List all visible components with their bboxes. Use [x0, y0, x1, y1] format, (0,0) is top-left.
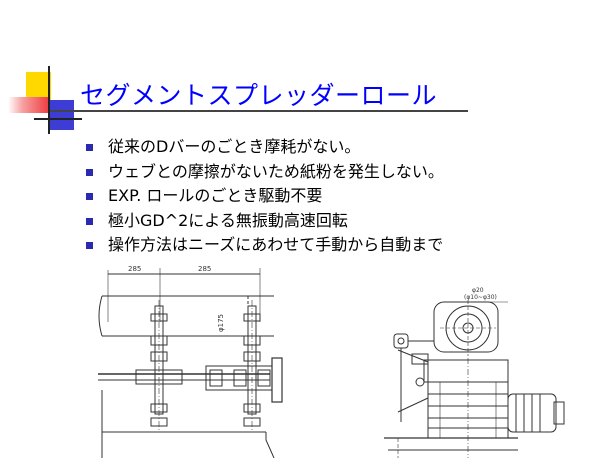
bullet-square-icon [86, 144, 93, 151]
deco-horizontal-line [34, 118, 82, 120]
deco-blue-square [50, 100, 74, 130]
bullet-item: 操作方法はニーズにあわせて手動から自動まで [86, 235, 444, 260]
deco-yellow-square [26, 72, 51, 100]
bullet-item: EXP. ロールのごとき駆動不要 [86, 186, 444, 211]
bullet-square-icon [86, 193, 93, 200]
bullet-square-icon [86, 168, 93, 176]
deco-vertical-line [48, 66, 50, 134]
dim-right-label: 285 [198, 265, 211, 273]
title-underline [50, 110, 468, 112]
deco-red-square [8, 97, 50, 113]
bullet-item: 従来のDバーのごとき摩耗がない。 [86, 137, 444, 162]
bullet-item: 極小GD^2による無振動高速回転 [86, 211, 444, 236]
front-view-drawing: 285 285 φ175 [98, 265, 283, 458]
slide-title: セグメントスプレッダーロール [80, 81, 438, 110]
bullet-square-icon [86, 217, 93, 225]
bullet-list: 従来のDバーのごとき摩耗がない。 ウェブとの摩擦がないため紙粉を発生しない。 E… [86, 137, 444, 260]
bullet-item: ウェブとの摩擦がないため紙粉を発生しない。 [86, 162, 444, 187]
dim-top-right-sub-label: (φ10~φ30) [464, 294, 497, 301]
dim-vertical-label: φ175 [217, 314, 225, 332]
side-view-drawing: φ20 (φ10~φ30) [384, 287, 565, 458]
bullet-square-icon [86, 242, 93, 249]
technical-drawing: 285 285 φ175 [98, 265, 565, 458]
dim-left-label: 285 [128, 265, 141, 273]
dim-top-right-label: φ20 [472, 287, 484, 294]
